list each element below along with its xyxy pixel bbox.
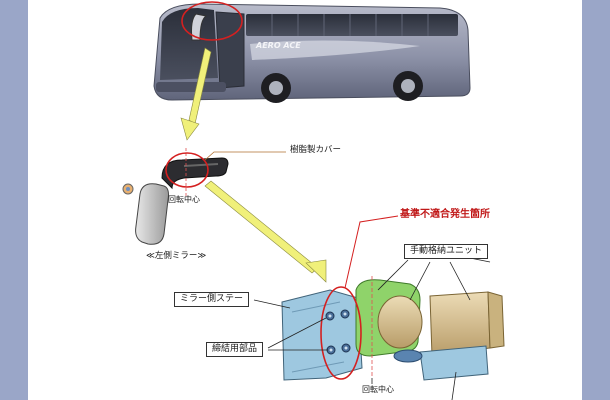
mirror-joint-highlight — [165, 152, 209, 188]
rotation-center-label-top: 回転中心 — [168, 195, 200, 204]
fastening-parts-label: 締結用部品 — [206, 342, 264, 357]
arrow-bus-to-mirror — [180, 47, 212, 141]
bus-mirror-highlight — [181, 1, 243, 41]
bus-livery-text: AERO ACE — [255, 41, 301, 50]
detail-drawing — [253, 215, 505, 400]
left-mirror-drawing — [122, 148, 286, 245]
nonconformity-highlight — [320, 286, 362, 380]
left-mirror-caption: ≪左側ミラー≫ — [146, 251, 207, 261]
arrow-mirror-to-detail — [204, 180, 327, 283]
resin-cover-label: 樹脂製カバー — [290, 145, 342, 155]
resin-cover-leader — [204, 151, 286, 161]
bus-illustration — [153, 1, 471, 103]
manual-stow-unit-label: 手動格納ユニット — [404, 244, 489, 259]
nonconformity-location-title: 基準不適合発生箇所 — [400, 209, 490, 220]
rotation-center-label-bottom: 回転中心 — [362, 385, 394, 394]
mirror-stay-label: ミラー側ステー — [174, 292, 250, 307]
